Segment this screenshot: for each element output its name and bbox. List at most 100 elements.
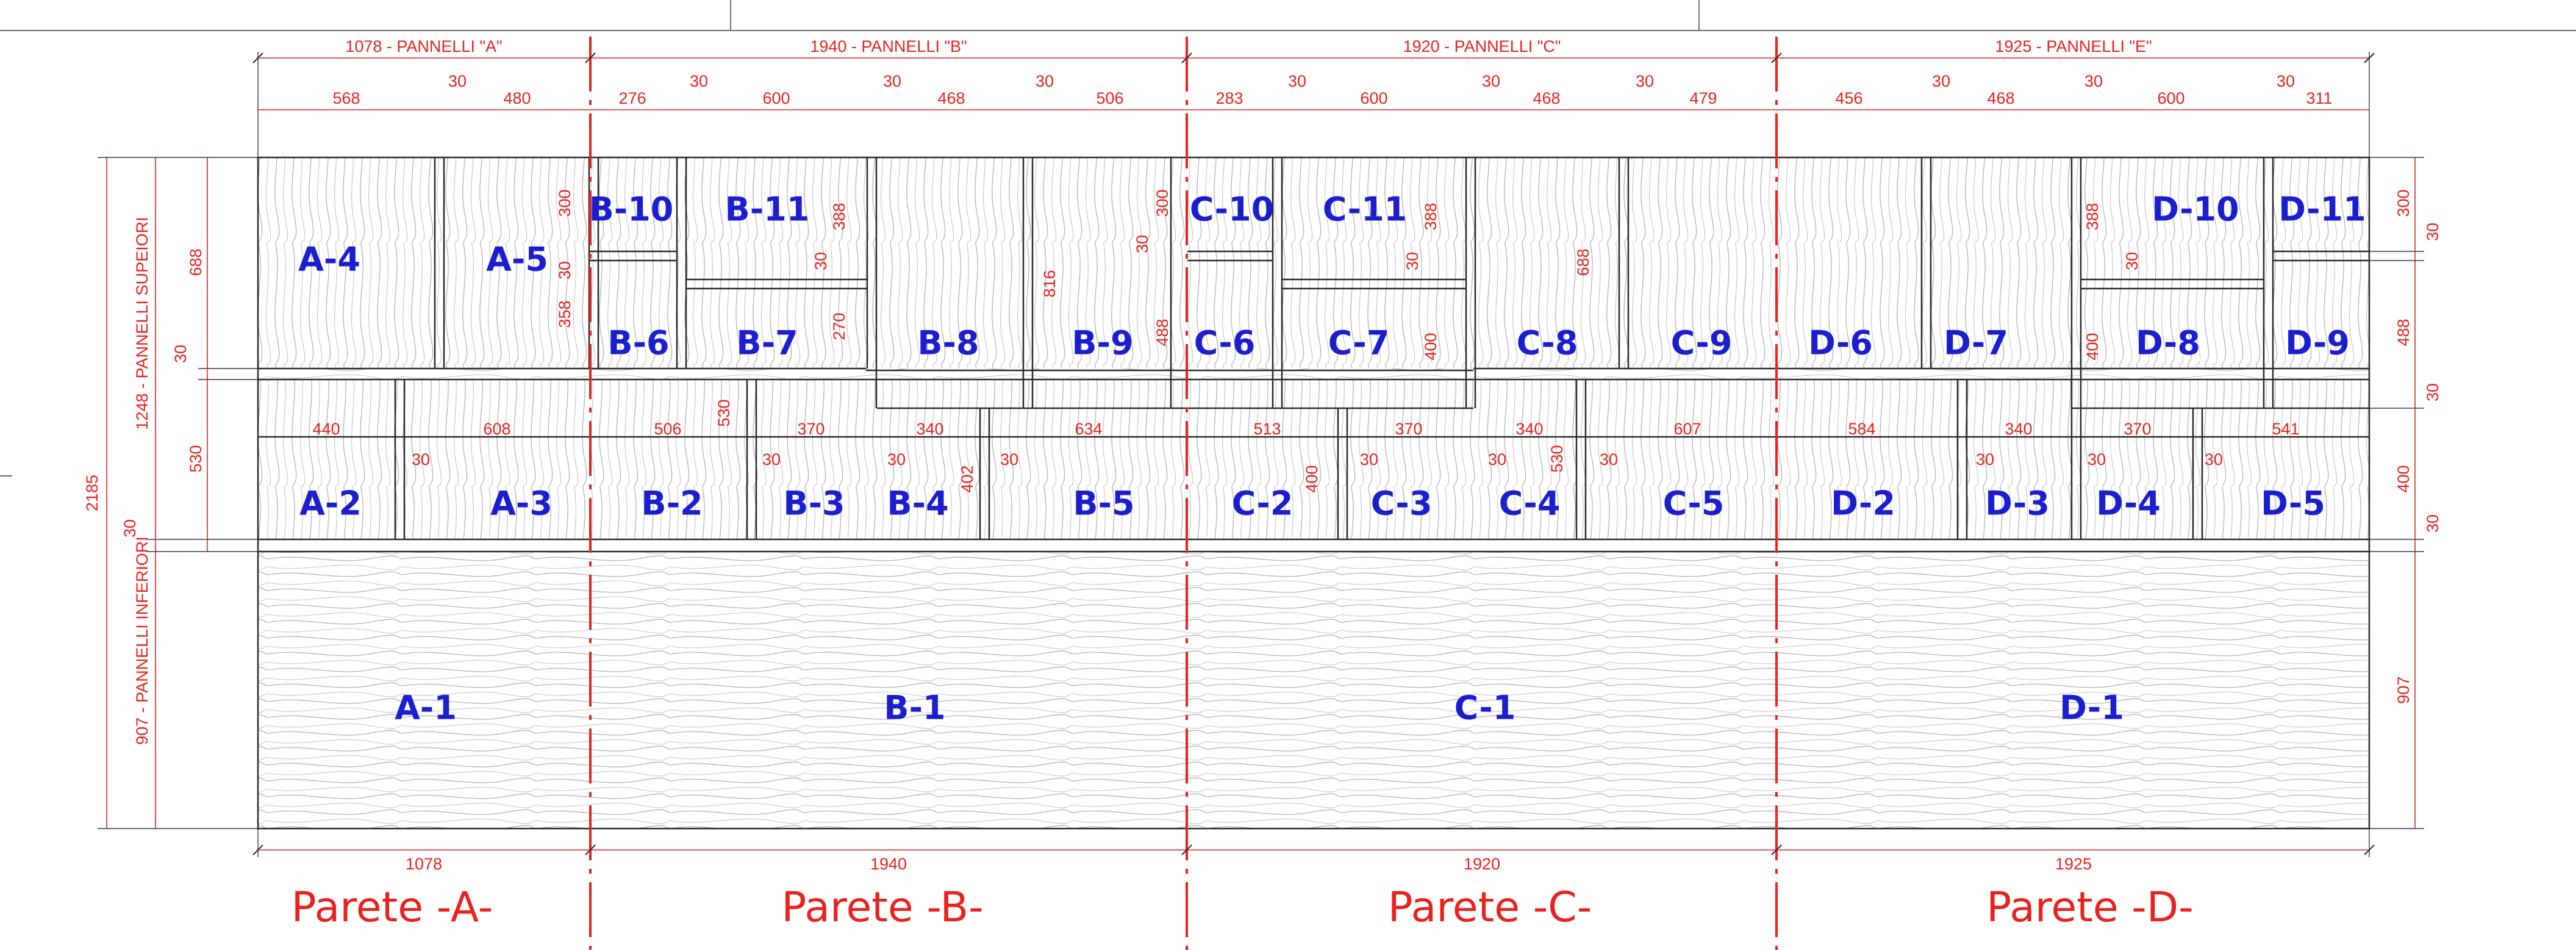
inner-dim: 634 <box>1075 420 1102 438</box>
top-dim: 30 <box>1482 72 1500 90</box>
panel-A-1: A-1 <box>395 689 457 727</box>
right-dimension-lines <box>2369 157 2424 829</box>
inner-dim: 30 <box>887 450 906 469</box>
right-dim: 400 <box>2394 465 2413 492</box>
inner-dim: 440 <box>312 420 340 438</box>
inner-dim: 270 <box>830 312 848 340</box>
lower-group-dim: 907 - PANNELLI INFERIORI <box>133 536 151 745</box>
wall-labels: Parete -A- Parete -B- Parete -C- Parete … <box>292 883 2194 932</box>
top-dim: 479 <box>1689 89 1717 107</box>
wall-label-b: Parete -B- <box>781 883 983 932</box>
inner-dim: 488 <box>1153 318 1172 346</box>
panel-B-3: B-3 <box>783 484 845 523</box>
inner-dim: 30 <box>812 252 830 270</box>
panel-C-2: C-2 <box>1232 484 1293 523</box>
inner-dim: 30 <box>1000 450 1018 469</box>
panel-D-7: D-7 <box>1944 324 2008 362</box>
inner-dim: 608 <box>483 420 510 438</box>
panel-D-1: D-1 <box>2059 689 2124 727</box>
top-dim: 30 <box>1636 72 1654 90</box>
inner-dim: 400 <box>1422 333 1440 360</box>
header-wall-a: 1078 - PANNELLI "A" <box>345 37 502 56</box>
panel-C-3: C-3 <box>1371 484 1433 523</box>
joint-dim: 30 <box>171 345 190 363</box>
total-height-dim: 2185 <box>83 475 101 511</box>
panel-B-10: B-10 <box>589 190 674 229</box>
panel-D-8: D-8 <box>2136 324 2200 362</box>
right-dim: 488 <box>2394 318 2413 346</box>
inner-dim: 400 <box>2083 333 2102 360</box>
top-dim: 468 <box>1533 89 1560 107</box>
right-dim: 30 <box>2424 223 2442 241</box>
panel-B-9: B-9 <box>1072 324 1133 362</box>
inner-dim: 370 <box>797 420 825 438</box>
inner-dim: 300 <box>1153 189 1172 217</box>
inner-dim: 30 <box>2088 450 2106 469</box>
panel-A-3: A-3 <box>490 484 553 523</box>
panel-D-11: D-11 <box>2278 190 2366 229</box>
inner-dim: 402 <box>958 465 976 492</box>
panel-D-3: D-3 <box>1985 484 2050 523</box>
inner-dim: 388 <box>1422 203 1440 230</box>
inner-dim: 388 <box>830 203 848 230</box>
inner-dim: 30 <box>1976 450 1994 469</box>
panel-A-4: A-4 <box>298 240 360 279</box>
top-dim: 30 <box>883 72 901 90</box>
inner-dim: 300 <box>556 189 574 217</box>
panel-C-10: C-10 <box>1190 190 1274 229</box>
inner-dim: 506 <box>654 420 681 438</box>
panel-C-9: C-9 <box>1671 324 1733 362</box>
upper-band-dim: 688 <box>187 248 205 276</box>
top-dim: 600 <box>762 89 790 107</box>
panel-B-7: B-7 <box>736 324 798 362</box>
panel-labels: A-1 A-2 A-3 A-4 A-5 B-1 B-2 B-3 B-4 B-5 … <box>298 190 2366 727</box>
panel-C-6: C-6 <box>1194 324 1256 362</box>
top-dim: 311 <box>2306 89 2332 107</box>
inner-dimensions-c: 513 400 30 370 30 340 530 30 607 388 30 … <box>1253 203 1701 492</box>
inner-dim: 340 <box>1515 420 1543 438</box>
top-dim: 30 <box>2084 72 2103 90</box>
wall-a-width: 1078 <box>406 855 442 873</box>
wall-label-c: Parete -C- <box>1388 883 1592 932</box>
inner-dim: 688 <box>1574 248 1592 276</box>
inner-dim: 530 <box>1548 445 1566 472</box>
inner-dim: 513 <box>1253 420 1281 438</box>
panel-B-1: B-1 <box>884 689 945 727</box>
panel-C-7: C-7 <box>1328 324 1390 362</box>
inner-dim: 370 <box>2123 420 2151 438</box>
header-wall-b: 1940 - PANNELLI "B" <box>810 37 967 56</box>
inner-dim: 607 <box>1673 420 1701 438</box>
inner-dim: 30 <box>1600 450 1618 469</box>
inner-dim: 400 <box>1303 465 1321 492</box>
inner-dim: 340 <box>2005 420 2032 438</box>
top-dim: 506 <box>1096 89 1123 107</box>
bottom-wall-widths: 1078 1940 1920 1925 <box>406 855 2092 873</box>
panel-C-1: C-1 <box>1454 689 1516 727</box>
right-dim: 30 <box>2424 514 2442 533</box>
joint-dim: 30 <box>121 519 139 538</box>
top-dim: 456 <box>1835 89 1862 107</box>
inner-dim: 358 <box>556 300 574 328</box>
wall-c-width: 1920 <box>1464 855 1500 873</box>
panel-B-11: B-11 <box>725 190 810 229</box>
top-dim: 30 <box>690 72 708 90</box>
panel-D-4: D-4 <box>2096 484 2161 523</box>
right-dim: 907 <box>2394 676 2413 704</box>
panel-B-2: B-2 <box>641 484 703 523</box>
inner-dim: 541 <box>2272 420 2299 438</box>
right-dim: 300 <box>2394 189 2413 217</box>
inner-dim: 30 <box>412 450 430 469</box>
panel-B-8: B-8 <box>917 324 979 362</box>
inner-dim: 370 <box>1395 420 1422 438</box>
top-dim: 30 <box>448 72 467 90</box>
panel-C-11: C-11 <box>1323 190 1407 229</box>
panel-B-4: B-4 <box>887 484 948 523</box>
panel-D-5: D-5 <box>2261 484 2325 523</box>
inner-dim: 30 <box>1133 235 1151 253</box>
inner-dim: 30 <box>1360 450 1378 469</box>
sheet-frame <box>0 0 2576 31</box>
panel-C-8: C-8 <box>1517 324 1578 362</box>
panel-A-5: A-5 <box>486 240 548 279</box>
inner-dimensions-d: 584 30 340 30 370 30 541 388 30 400 <box>1848 203 2299 469</box>
